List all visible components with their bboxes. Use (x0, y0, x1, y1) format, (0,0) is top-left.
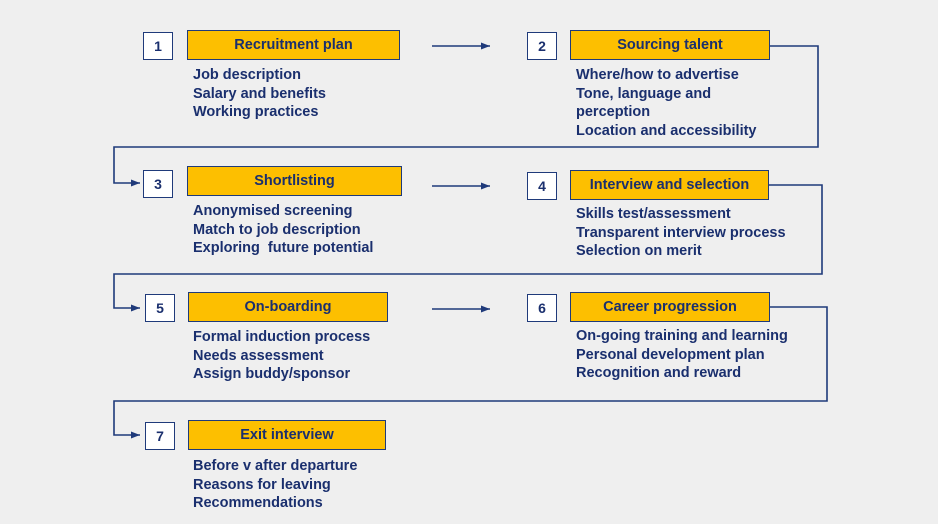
step-7-item: Before v after departure (193, 458, 358, 474)
step-6-number: 6 (527, 294, 557, 322)
step-7-items: Before v after departure Reasons for lea… (193, 457, 357, 513)
step-1-items: Job description Salary and benefits Work… (193, 66, 326, 122)
step-2-title: Sourcing talent (570, 30, 770, 60)
step-2-items: Where/how to advertise Tone, language an… (576, 66, 757, 140)
step-7-item: Recommendations (193, 495, 323, 511)
step-4-title: Interview and selection (570, 170, 769, 200)
step-2-item: Location and accessibility (576, 122, 757, 139)
connector-6-to-7 (113, 306, 828, 439)
step-3-item: Anonymised screening (193, 203, 353, 219)
step-4-items: Skills test/assessment Transparent inter… (576, 205, 786, 261)
step-4-item: Selection on merit (576, 243, 702, 259)
step-2-number: 2 (527, 32, 557, 60)
step-5-title: On-boarding (188, 292, 388, 322)
step-6-item: Personal development plan (576, 346, 765, 363)
step-6-item: Recognition and reward (576, 365, 742, 381)
step-6-title: Career progression (570, 292, 770, 322)
step-1-item: Working practices (193, 104, 319, 120)
step-5-items: Formal induction process Needs assessmen… (193, 328, 370, 384)
step-6-item: On-going training and learning (576, 328, 788, 344)
step-7-title: Exit interview (188, 420, 386, 450)
step-4-number: 4 (527, 172, 557, 200)
step-1-number: 1 (143, 32, 173, 60)
step-2-item: Where/how to advertise (576, 67, 739, 83)
step-5-item: Formal induction process (193, 329, 371, 345)
connector-4-to-5 (113, 184, 823, 312)
step-4-item: Transparent interview process (576, 224, 786, 241)
step-3-item: Exploring future potential (193, 240, 374, 256)
step-1-item: Job description (193, 67, 301, 83)
step-3-item: Match to job description (193, 221, 361, 238)
step-1-item: Salary and benefits (193, 85, 326, 102)
step-2-item: Tone, language and perception (576, 85, 712, 121)
step-3-items: Anonymised screening Match to job descri… (193, 202, 373, 258)
connector-2-to-3 (113, 45, 819, 187)
step-7-number: 7 (145, 422, 175, 450)
step-6-items: On-going training and learning Personal … (576, 327, 788, 383)
step-5-item: Needs assessment (193, 347, 324, 364)
step-1-title: Recruitment plan (187, 30, 400, 60)
step-3-title: Shortlisting (187, 166, 402, 196)
step-7-item: Reasons for leaving (193, 476, 331, 493)
step-5-number: 5 (145, 294, 175, 322)
step-4-item: Skills test/assessment (576, 206, 731, 222)
step-5-item: Assign buddy/sponsor (193, 366, 351, 382)
step-3-number: 3 (143, 170, 173, 198)
